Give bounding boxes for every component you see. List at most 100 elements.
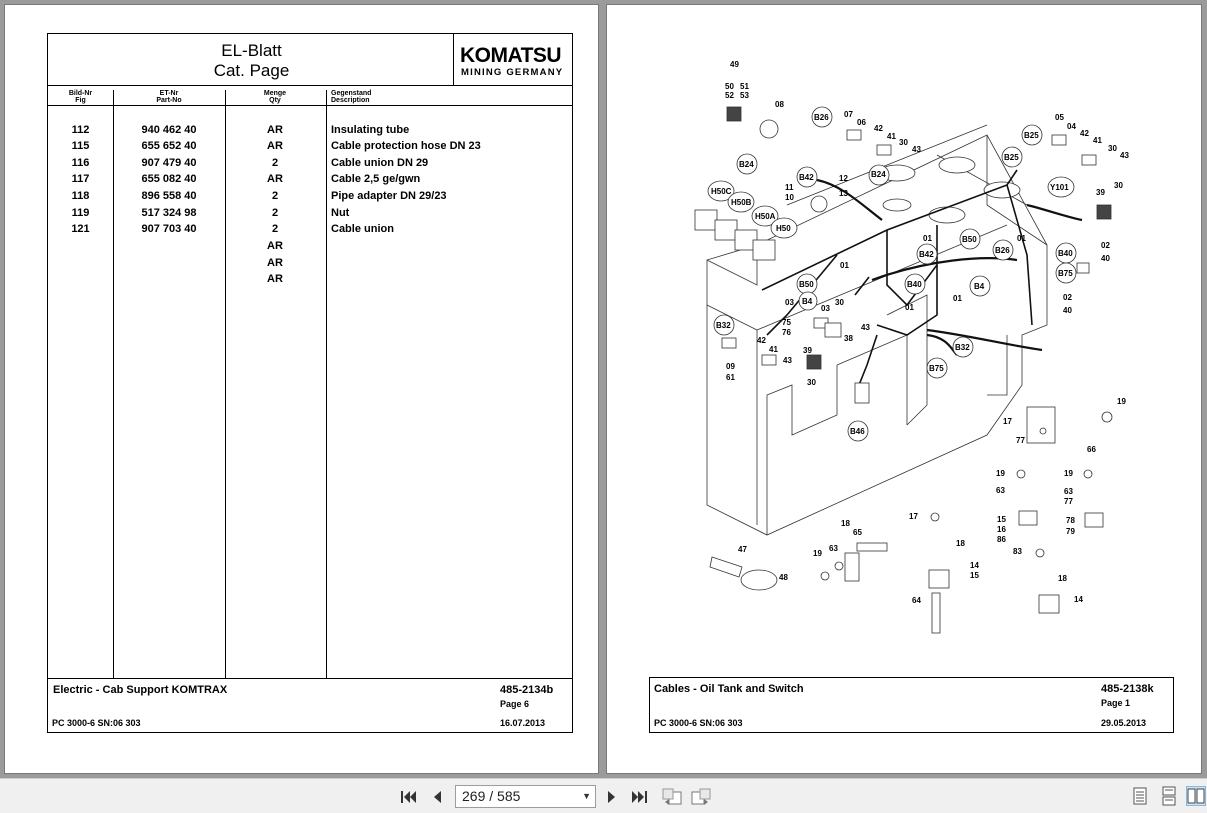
title-line-1: EL-Blatt — [221, 41, 282, 60]
label: 76 — [782, 328, 791, 337]
two-page-view-button[interactable] — [1186, 786, 1206, 806]
label: 10 — [785, 193, 794, 202]
chevron-down-icon: ▼ — [582, 791, 591, 801]
label: 47 — [738, 545, 747, 554]
label: 48 — [779, 573, 788, 582]
label: B26 — [995, 246, 1010, 255]
label: 75 — [782, 318, 791, 327]
single-page-icon — [1133, 787, 1147, 805]
label: 83 — [1013, 547, 1022, 556]
footer-title: Electric - Cab Support KOMTRAX — [53, 684, 228, 696]
footer-divider — [48, 678, 572, 679]
label: 17 — [909, 512, 918, 521]
continuous-page-icon — [1162, 786, 1176, 806]
footer-doc-number: 485-2134b — [500, 684, 554, 696]
label: 79 — [1066, 527, 1075, 536]
label: 78 — [1066, 516, 1075, 525]
label: 30 — [835, 298, 844, 307]
label: 19 — [813, 549, 822, 558]
label: 30 — [899, 138, 908, 147]
single-page-view-button[interactable] — [1130, 786, 1150, 806]
page-number-select[interactable]: 269 / 585 ▼ — [455, 785, 596, 808]
label: 77 — [1064, 497, 1073, 506]
column-divider — [326, 90, 327, 678]
label: 43 — [912, 145, 921, 154]
label: 01 — [840, 261, 849, 270]
label: 39 — [1096, 188, 1105, 197]
label: B25 — [1004, 153, 1019, 162]
label: 43 — [1120, 151, 1129, 160]
label: 13 — [839, 189, 848, 198]
label: 65 — [853, 528, 862, 537]
label: 42 — [874, 124, 883, 133]
label: 63 — [829, 544, 838, 553]
table-row: AR — [267, 257, 283, 269]
label: 51 — [740, 82, 749, 91]
footer-box: Cables - Oil Tank and Switch 485-2138k P… — [649, 677, 1174, 733]
header-divider — [48, 105, 572, 106]
label: 01 — [1017, 234, 1026, 243]
last-page-button[interactable] — [631, 788, 649, 806]
footer-title: Cables - Oil Tank and Switch — [654, 683, 804, 695]
label: 12 — [839, 174, 848, 183]
label: B50 — [962, 235, 977, 244]
label: 16 — [997, 525, 1006, 534]
label: 53 — [740, 91, 749, 100]
label: B4 — [802, 297, 813, 306]
footer-model: PC 3000-6 SN:06 303 — [654, 718, 743, 728]
label: B32 — [955, 343, 970, 352]
label: H50A — [755, 212, 776, 221]
label: Y101 — [1050, 183, 1069, 192]
label: 01 — [905, 303, 914, 312]
column-divider — [113, 90, 114, 678]
label: B50 — [799, 280, 814, 289]
label: 04 — [1067, 122, 1076, 131]
exploded-view-diagram: 49 50 51 52 53 08 B26 07 06 42 41 30 43 … — [694, 60, 1129, 634]
label: 09 — [726, 362, 735, 371]
label: 14 — [1074, 595, 1083, 604]
label: 02 — [1063, 293, 1072, 302]
label: 63 — [996, 486, 1005, 495]
first-page-icon — [401, 791, 416, 803]
next-page-button[interactable] — [603, 788, 621, 806]
first-page-button[interactable] — [399, 788, 417, 806]
label: B46 — [850, 427, 865, 436]
footer-doc-number: 485-2138k — [1101, 683, 1154, 695]
label: 49 — [730, 60, 739, 69]
label: 18 — [841, 519, 850, 528]
go-back-view-button[interactable] — [661, 788, 683, 806]
label: 43 — [783, 356, 792, 365]
label: 42 — [1080, 129, 1089, 138]
label: 40 — [1101, 254, 1110, 263]
label: 19 — [1064, 469, 1073, 478]
label: B40 — [907, 280, 922, 289]
document-viewer[interactable]: EL-Blatt Cat. Page KOMATSU MINING GERMAN… — [0, 0, 1207, 778]
page-title: EL-Blatt Cat. Page — [48, 41, 455, 81]
label: 61 — [726, 373, 735, 382]
label: B75 — [1058, 269, 1073, 278]
label: 15 — [970, 571, 979, 580]
go-forward-view-button[interactable] — [690, 788, 712, 806]
previous-page-icon — [434, 791, 441, 803]
footer-date: 29.05.2013 — [1101, 718, 1147, 728]
previous-page-button[interactable] — [428, 788, 446, 806]
label: B40 — [1058, 249, 1073, 258]
label: 38 — [844, 334, 853, 343]
continuous-view-button[interactable] — [1159, 786, 1179, 806]
label: 63 — [1064, 487, 1073, 496]
label: 30 — [807, 378, 816, 387]
label: H50B — [731, 198, 752, 207]
label: 11 — [785, 183, 794, 192]
navigation-toolbar: 269 / 585 ▼ — [0, 778, 1207, 813]
label: 01 — [953, 294, 962, 303]
label: 17 — [1003, 417, 1012, 426]
previous-view-icon — [662, 788, 682, 805]
label: B26 — [814, 113, 829, 122]
